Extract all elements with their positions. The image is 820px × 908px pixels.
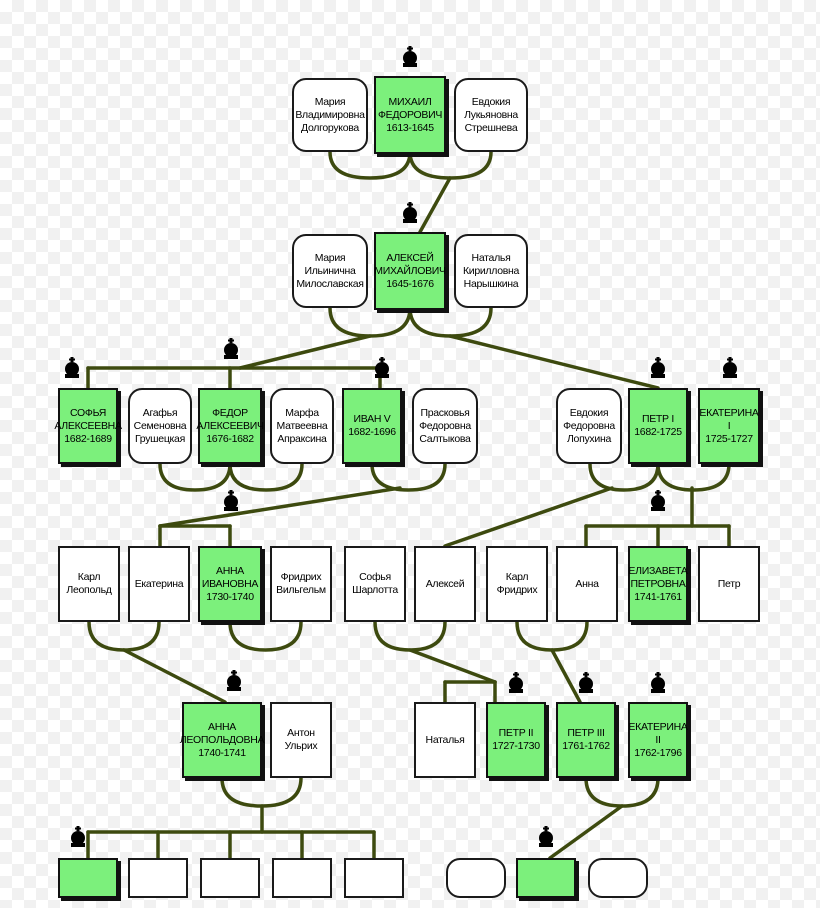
marriage-line: [328, 150, 412, 180]
descent-line: [443, 486, 614, 548]
ruler-sofia-alekseevna: СОФЬЯ АЛЕКСЕЕВНА 1682-1689: [54, 388, 122, 464]
ruler-elizaveta-petrovna: ЕЛИЗАВЕТА ПЕТРОВНА 1741-1761: [628, 546, 688, 622]
crown-icon: [651, 490, 665, 511]
person-anna-petrovna: Анна: [556, 546, 618, 622]
crown-icon: [509, 672, 523, 693]
person-natalia: Наталья: [414, 702, 476, 778]
person-evdokia-lopukhina: Евдокия Федоровна Лопухина: [556, 388, 622, 464]
crown-icon: [579, 672, 593, 693]
person-ekaterina: Екатерина: [128, 546, 190, 622]
ruler-box-cropped: [58, 858, 118, 898]
ruler-peter-iii: ПЕТР III 1761-1762: [556, 702, 616, 778]
person-sofia-charlotte: Софья Шарлотта: [344, 546, 406, 622]
crown-icon: [71, 826, 85, 847]
person-friedrich-wilhelm: Фридрих Вильгельм: [270, 546, 332, 622]
crown-icon: [227, 670, 241, 691]
marriage-line: [408, 306, 493, 338]
descent-line: [418, 176, 452, 234]
ruler-ivan-v: ИВАН V 1682-1696: [342, 388, 402, 464]
marriage-line: [228, 620, 303, 652]
descent-line: [550, 648, 582, 704]
person-maria-dolgorukova: Мария Владимировна Долгорукова: [292, 78, 368, 152]
person-box-cropped-1: [128, 858, 188, 898]
person-box-cropped-4: [344, 858, 404, 898]
person-aleksei-son: Алексей: [414, 546, 476, 622]
marriage-line: [220, 776, 303, 808]
person-anton-ulrich: Антон Ульрих: [270, 702, 332, 778]
ruler-box-cropped-2: [516, 858, 576, 898]
crown-icon: [539, 826, 553, 847]
person-petr-son: Петр: [698, 546, 760, 622]
crown-icon: [224, 490, 238, 511]
descent-line: [238, 334, 372, 370]
person-box-cropped-2: [200, 858, 260, 898]
person-evdokia-streshneva: Евдокия Лукьяновна Стрешнева: [454, 78, 528, 152]
descent-line: [158, 486, 402, 528]
marriage-line: [373, 620, 447, 652]
marriage-line: [584, 776, 660, 808]
marriage-line: [408, 150, 493, 180]
marriage-line: [87, 620, 161, 652]
crown-icon: [224, 338, 238, 359]
person-karl-friedrich: Карл Фридрих: [486, 546, 548, 622]
person-maria-miloslavskaya: Мария Ильинична Милославская: [292, 234, 368, 308]
ruler-mikhail-fedorovich: МИХАИЛ ФЕДОРОВИЧ 1613-1645: [374, 76, 446, 154]
marriage-line: [158, 462, 232, 492]
ruler-catherine-i: ЕКАТЕРИНА I 1725-1727: [698, 388, 760, 464]
ruler-anna-ivanovna: АННА ИВАНОВНА 1730-1740: [198, 546, 262, 622]
descent-line: [122, 648, 227, 704]
ruler-anna-leopoldovna: АННА ЛЕОПОЛЬДОВНА 1740-1741: [180, 702, 265, 778]
marriage-line: [370, 462, 447, 492]
ruler-catherine-ii: ЕКАТЕРИНА II 1762-1796: [628, 702, 688, 778]
crown-icon: [403, 46, 417, 67]
crown-icon: [651, 672, 665, 693]
ruler-peter-i: ПЕТР I 1682-1725: [628, 388, 688, 464]
crown-icon: [65, 357, 79, 378]
person-marfa-apraksina: Марфа Матвеевна Апраксина: [270, 388, 334, 464]
marriage-line: [656, 462, 731, 492]
marriage-line: [588, 462, 660, 492]
ruler-peter-ii: ПЕТР II 1727-1730: [486, 702, 546, 778]
person-praskovia-saltykova: Прасковья Федоровна Салтыкова: [412, 388, 478, 464]
person-natalia-naryshkina: Наталья Кирилловна Нарышкина: [454, 234, 528, 308]
crown-icon: [403, 202, 417, 223]
marriage-line: [228, 462, 304, 492]
crown-icon: [375, 357, 389, 378]
ruler-alexei-mikhailovich: АЛЕКСЕЙ МИХАЙЛОВИЧ 1645-1676: [374, 232, 446, 310]
descent-line: [448, 334, 660, 390]
ruler-fedor-alekseevich: ФЕДОР АЛЕКСЕЕВИЧ 1676-1682: [196, 388, 264, 464]
crown-icon: [651, 357, 665, 378]
descent-line: [408, 648, 497, 684]
crown-icon: [723, 357, 737, 378]
marriage-line: [515, 620, 589, 652]
person-agafia-grushetskaya: Агафья Семеновна Грушецкая: [128, 388, 192, 464]
person-box-cropped-6: [588, 858, 648, 898]
descent-line: [548, 804, 624, 860]
person-box-cropped-5: [446, 858, 506, 898]
person-karl-leopold: Карл Леопольд: [58, 546, 120, 622]
marriage-line: [328, 306, 412, 338]
person-box-cropped-3: [272, 858, 332, 898]
